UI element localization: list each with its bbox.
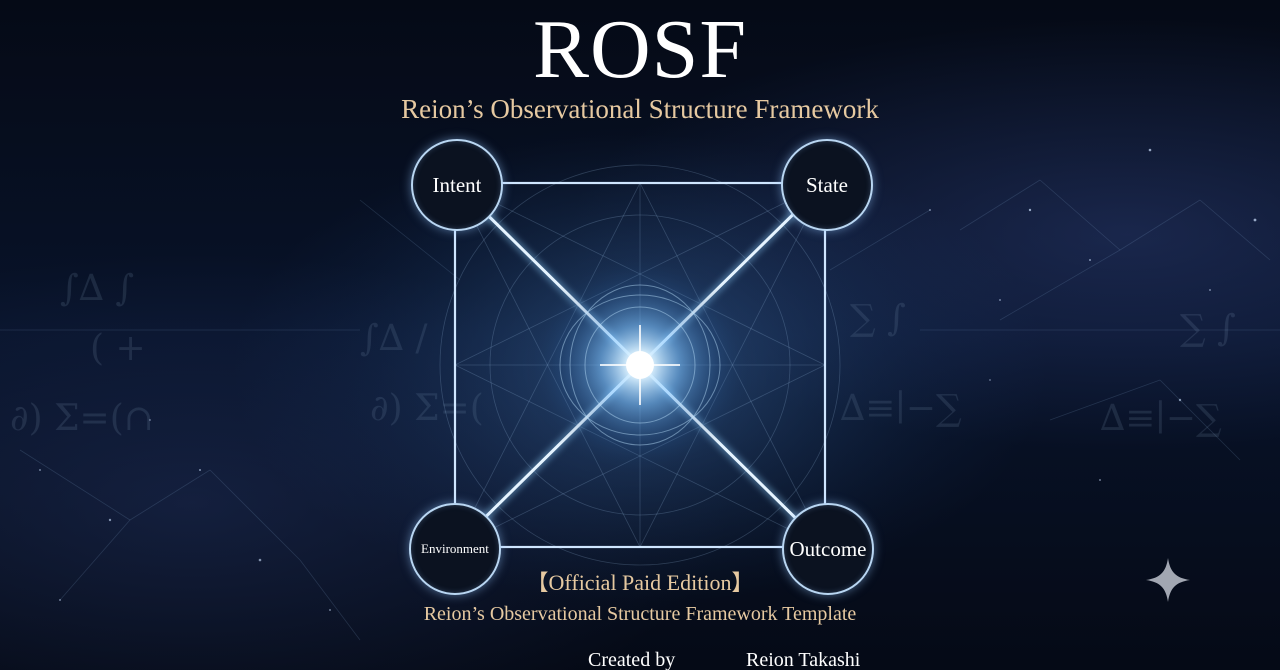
framework-square (453, 181, 827, 549)
author-name: Reion Takashi (746, 649, 861, 670)
node-outcome: Outcome (782, 503, 874, 595)
svg-text:( +: ( + (90, 328, 146, 369)
svg-text:∑ ∫: ∑ ∫ (1180, 308, 1236, 349)
node-state: State (781, 139, 873, 231)
edition-label: 【Official Paid Edition】 (526, 570, 754, 595)
svg-text:∫∆ ∫: ∫∆ ∫ (60, 268, 134, 309)
svg-text:∂) Σ=(∩: ∂) Σ=(∩ (10, 398, 154, 439)
node-environment: Environment (409, 503, 501, 595)
node-intent: Intent (411, 139, 503, 231)
svg-text:∆≡∣−∑: ∆≡∣−∑ (1100, 398, 1222, 439)
page-title: ROSF (532, 3, 748, 96)
template-subtitle: Reion’s Observational Structure Framewor… (423, 603, 857, 625)
star-field (39, 148, 1257, 611)
subtitle: Reion’s Observational Structure Framewor… (401, 94, 879, 124)
credit-label: Created by (588, 649, 676, 670)
sparkle-icon (1146, 558, 1190, 602)
